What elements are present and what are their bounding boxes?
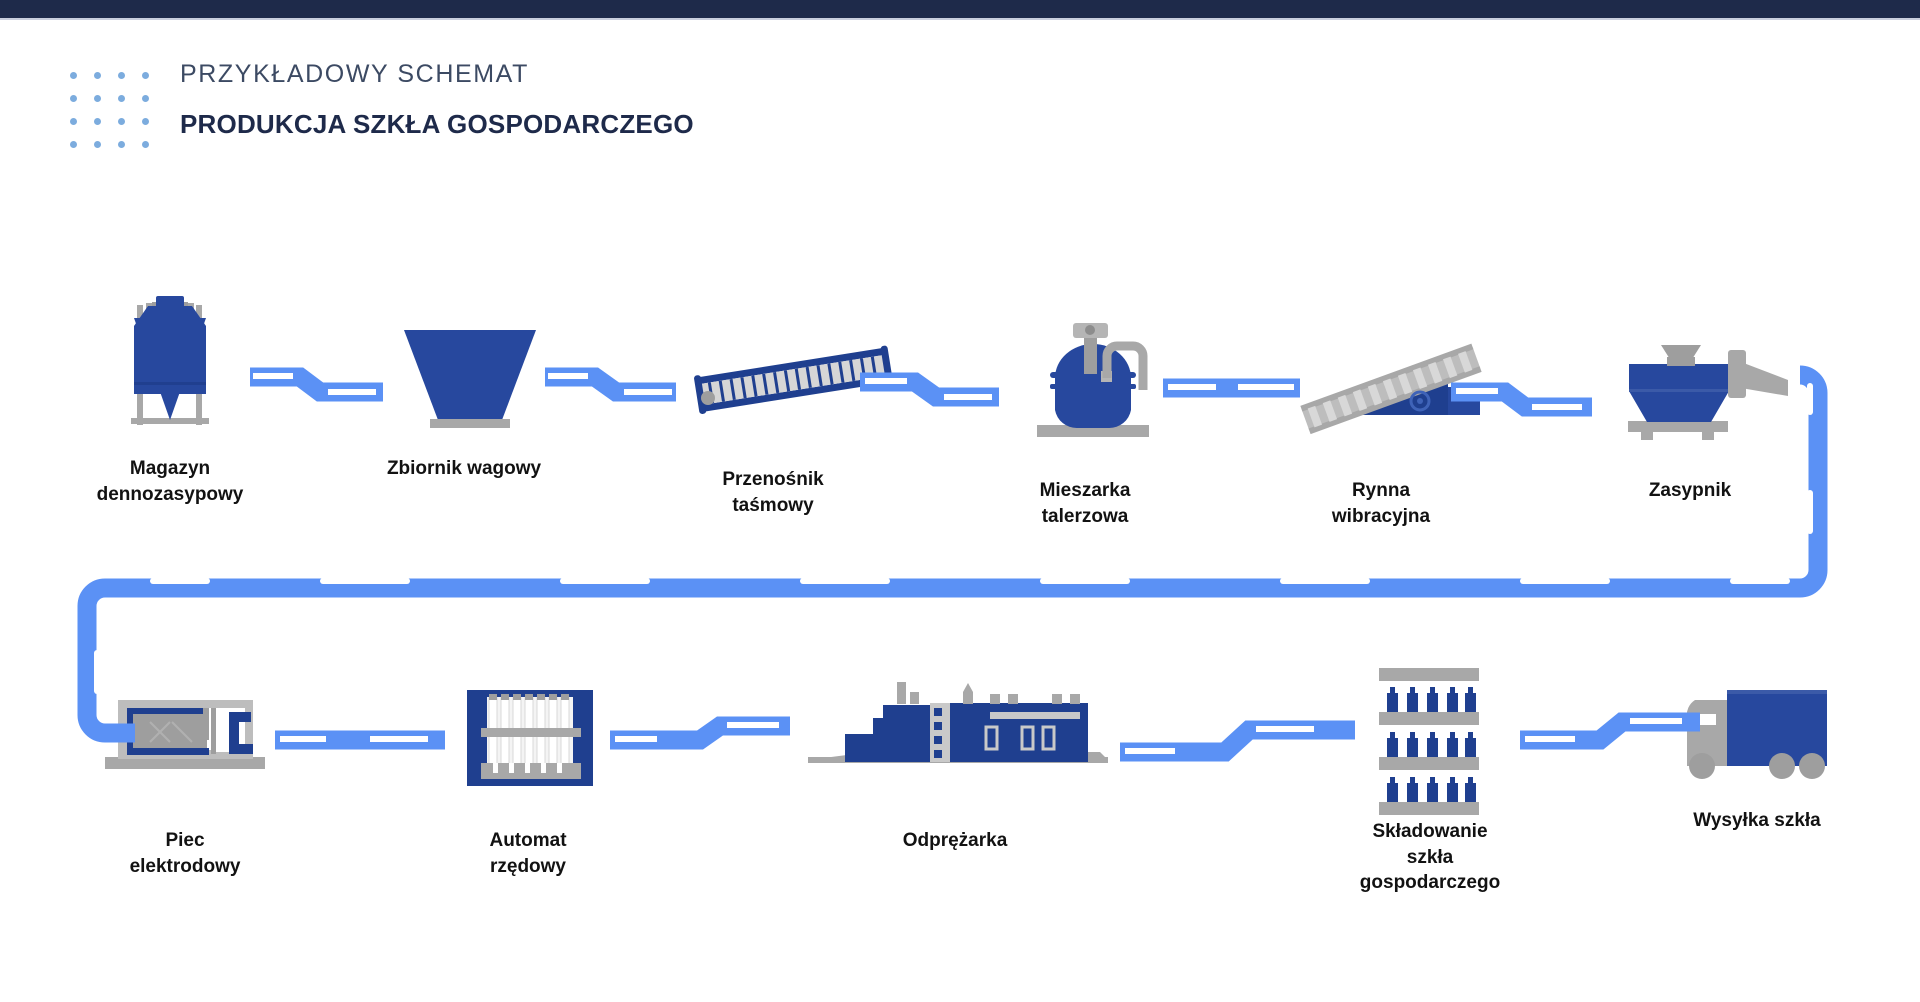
arrow-feeder-to-furnace bbox=[77, 365, 1828, 743]
label-chute: Rynna wibracyjna bbox=[1331, 480, 1431, 527]
label-furnace: Piec elektrodowy bbox=[129, 830, 241, 877]
silo-icon bbox=[131, 296, 209, 425]
electric-furnace-icon bbox=[105, 700, 265, 769]
delivery-truck-icon bbox=[1686, 690, 1827, 779]
dot bbox=[94, 141, 101, 148]
bottle-rack-icon bbox=[1379, 668, 1479, 815]
dot bbox=[118, 118, 125, 125]
dot bbox=[118, 72, 125, 79]
pan-mixer-icon bbox=[1037, 323, 1149, 437]
dot bbox=[70, 72, 77, 79]
dot-pattern-decoration bbox=[70, 72, 166, 164]
label-conveyor: Przenośnik taśmowy bbox=[722, 469, 824, 516]
dot bbox=[142, 72, 149, 79]
is-machine-icon bbox=[467, 690, 593, 786]
belt-conveyor-icon bbox=[694, 345, 893, 414]
dot bbox=[142, 118, 149, 125]
dot bbox=[142, 95, 149, 102]
top-divider-line bbox=[0, 18, 1920, 20]
batch-charger-icon bbox=[1628, 345, 1788, 440]
dot bbox=[70, 141, 77, 148]
dot bbox=[94, 95, 101, 102]
annealing-lehr-icon bbox=[808, 682, 1108, 763]
label-silo: Magazyn dennozasypowy bbox=[96, 458, 244, 505]
dot bbox=[94, 72, 101, 79]
dot bbox=[118, 141, 125, 148]
dot bbox=[142, 141, 149, 148]
label-storage: Składowanie szkła gospodarczego bbox=[1359, 821, 1501, 894]
weighing-hopper-icon bbox=[404, 330, 536, 428]
dot bbox=[70, 118, 77, 125]
dot bbox=[70, 95, 77, 102]
label-shipping: Wysyłka szkła bbox=[1693, 810, 1821, 831]
dot bbox=[94, 118, 101, 125]
label-is-machine: Automat rzędowy bbox=[489, 830, 567, 877]
label-weigher: Zbiornik wagowy bbox=[386, 458, 542, 479]
page-title: PRODUKCJA SZKŁA GOSPODARCZEGO bbox=[180, 109, 694, 139]
label-lehr: Odprężarka bbox=[902, 830, 1008, 851]
label-mixer: Mieszarka talerzowa bbox=[1039, 480, 1131, 527]
vibrating-chute-icon bbox=[1300, 343, 1482, 435]
dot bbox=[118, 95, 125, 102]
label-feeder: Zasypnik bbox=[1648, 480, 1732, 501]
top-accent-bar bbox=[0, 0, 1920, 18]
header-kicker: PRZYKŁADOWY SCHEMAT bbox=[180, 60, 529, 88]
